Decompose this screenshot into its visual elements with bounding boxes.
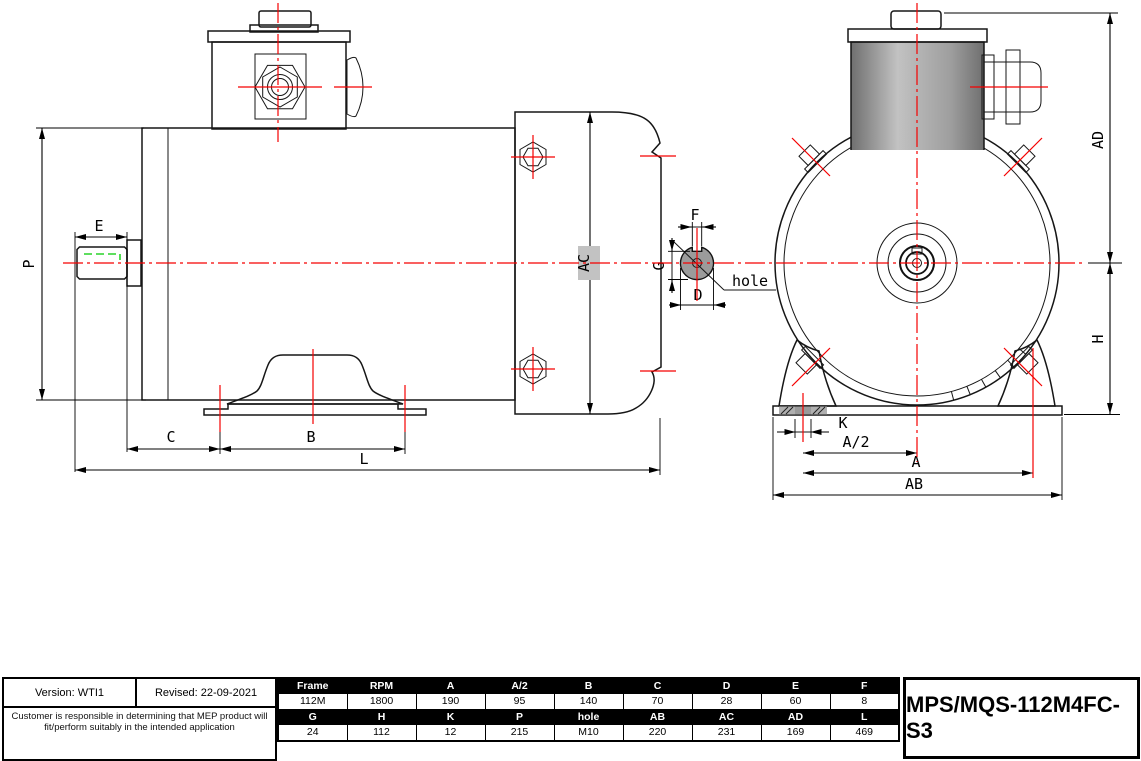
spec-value-cell: 169 [760, 724, 831, 742]
spec-header-cell: A/2 [484, 677, 555, 694]
dim-label-A-half: A/2 [842, 433, 869, 451]
dim-label-AB: AB [905, 475, 923, 493]
spec-header-cell: P [484, 709, 555, 725]
spec-value-cell: 231 [691, 724, 762, 742]
title-block: MPS/MQS-112M4FC-S3 [903, 677, 1140, 759]
dimension-spec-table: Frame RPM A A/2 B C D E F 112M 1800 190 … [277, 677, 900, 742]
spec-value-cell: 60 [760, 693, 831, 710]
model-number: MPS/MQS-112M4FC-S3 [906, 692, 1120, 743]
dim-label-K: K [838, 414, 847, 432]
spec-header-cell: RPM [346, 677, 417, 694]
spec-header-cell: AC [691, 709, 762, 725]
side-view [76, 10, 662, 416]
rim-ribs [950, 348, 1027, 401]
spec-header-cell: K [415, 709, 486, 725]
spec-value-cell: 220 [622, 724, 693, 742]
centerlines [63, 3, 1086, 478]
dim-label-L: L [359, 450, 368, 468]
spec-header-cell: hole [553, 709, 624, 725]
disclaimer-line1: Customer is responsible in determining t… [11, 711, 268, 722]
spec-header-row: G H K P hole AB AC AD L [277, 709, 900, 725]
spec-header-cell: Frame [277, 677, 348, 694]
dim-label-D: D [693, 286, 702, 304]
dim-label-G: G [650, 261, 668, 270]
dim-label-A: A [911, 453, 920, 471]
spec-value-cell: 190 [415, 693, 486, 710]
spec-value-cell: 215 [484, 724, 555, 742]
version-label: Version: WTI1 [4, 679, 137, 706]
dim-label-AD: AD [1089, 131, 1107, 149]
spec-header-row: Frame RPM A A/2 B C D E F [277, 677, 900, 694]
technical-drawing: P E C B L AC F G D [20, 3, 1122, 500]
spec-value-cell: 70 [622, 693, 693, 710]
spec-value-row: 112M 1800 190 95 140 70 28 60 8 [277, 693, 900, 710]
spec-value-cell: 12 [415, 724, 486, 742]
spec-value-cell: 140 [553, 693, 624, 710]
spec-value-cell: 24 [277, 724, 348, 742]
spec-value-cell: M10 [553, 724, 624, 742]
spec-header-cell: G [277, 709, 348, 725]
info-block: Version: WTI1 Revised: 22-09-2021 Custom… [2, 677, 277, 761]
mounting-foot [203, 354, 427, 416]
motor-body [141, 127, 516, 401]
spec-value-cell: 8 [829, 693, 900, 710]
spec-header-cell: D [691, 677, 762, 694]
spec-header-cell: C [622, 677, 693, 694]
spec-header-cell: H [346, 709, 417, 725]
spec-value-cell: 95 [484, 693, 555, 710]
spec-value-cell: 112 [346, 724, 417, 742]
spec-header-cell: AB [622, 709, 693, 725]
spec-header-cell: F [829, 677, 900, 694]
dim-label-P: P [20, 259, 38, 268]
spec-header-cell: L [829, 709, 900, 725]
spec-header-cell: B [553, 677, 624, 694]
disclaimer-text: Customer is responsible in determining t… [4, 708, 275, 733]
dim-label-H: H [1089, 334, 1107, 343]
dimensions-front-view: AD H K A/2 A AB [772, 12, 1122, 500]
dim-label-hole: hole [732, 272, 768, 290]
terminal-box-side [207, 10, 364, 130]
revised-label: Revised: 22-09-2021 [154, 686, 258, 699]
keyway-dashed-outline [84, 253, 121, 260]
spec-value-cell: 28 [691, 693, 762, 710]
dim-label-E: E [94, 217, 103, 235]
dim-label-B: B [306, 428, 315, 446]
dimensions-section-detail: F G D hole [650, 206, 768, 310]
dimensions-side-view: P E C B L AC [20, 112, 661, 475]
disclaimer-line2: fit/perform suitably in the intended app… [44, 722, 235, 733]
dim-label-F: F [690, 206, 699, 224]
terminal-box-front [847, 10, 1042, 150]
spec-value-cell: 1800 [346, 693, 417, 710]
spec-header-cell: AD [760, 709, 831, 725]
spec-value-cell: 112M [277, 693, 348, 710]
spec-header-cell: E [760, 677, 831, 694]
spec-value-row: 24 112 12 215 M10 220 231 169 469 [277, 724, 900, 742]
spec-value-cell: 469 [829, 724, 900, 742]
spec-header-cell: A [415, 677, 486, 694]
dim-label-C: C [166, 428, 175, 446]
